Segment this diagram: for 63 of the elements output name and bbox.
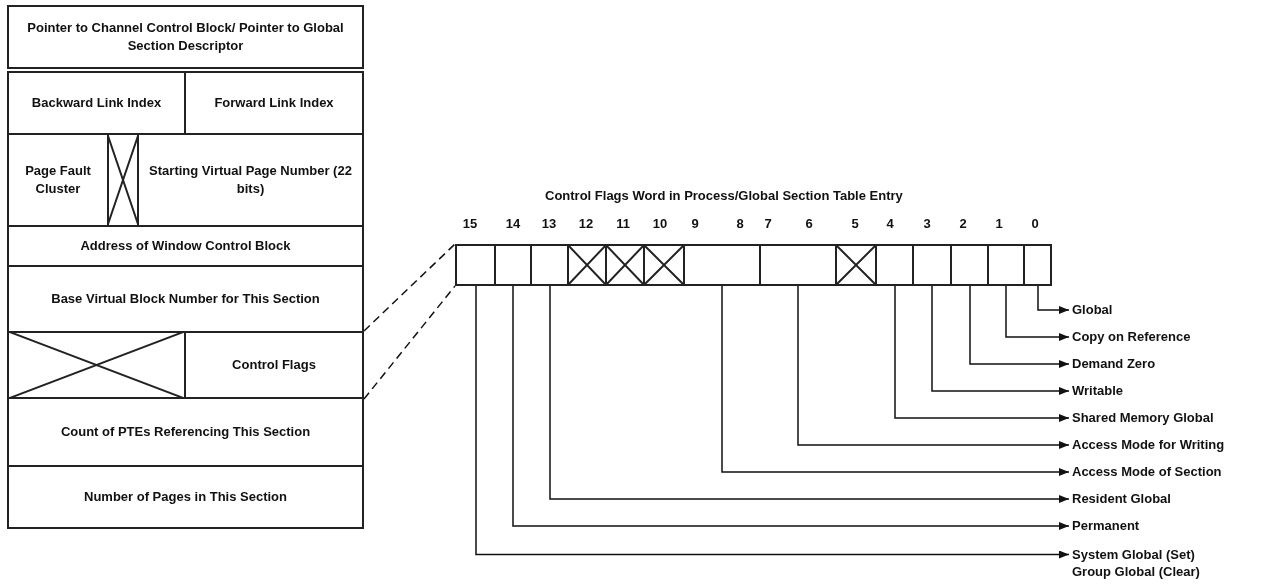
flag-label: Resident Global <box>1072 490 1171 508</box>
flag-label: Demand Zero <box>1072 355 1156 373</box>
expansion-line <box>363 243 456 332</box>
bit-number: 3 <box>922 216 932 231</box>
reserved-field <box>107 133 139 227</box>
leader-line <box>512 285 1070 530</box>
flag-label: Global <box>1072 301 1113 319</box>
bit-number: 11 <box>615 216 631 231</box>
bit-number: 10 <box>652 216 668 231</box>
reserved-bit-cell <box>835 244 877 286</box>
leader-line <box>475 285 1070 559</box>
flag-label: Group Global (Clear) <box>1072 563 1200 580</box>
flag-label: Copy on Reference <box>1072 328 1191 346</box>
bit-cell <box>1023 244 1052 286</box>
bit-cell <box>987 244 1025 286</box>
bit-number: 4 <box>885 216 895 231</box>
reserved-bit-cell <box>567 244 607 286</box>
record-field: Number of Pages in This Section <box>7 465 364 529</box>
record-field: Forward Link Index <box>184 71 364 135</box>
flag-label: Writable <box>1072 382 1124 400</box>
flag-label: System Global (Set) <box>1072 546 1195 563</box>
flag-label: Access Mode of Section <box>1072 463 1222 481</box>
bit-cell <box>950 244 989 286</box>
bit-number: 8 <box>735 216 745 231</box>
bit-cell <box>494 244 532 286</box>
flag-label: Shared Memory Global <box>1072 409 1214 427</box>
bit-number: 12 <box>578 216 594 231</box>
bit-cell <box>683 244 761 286</box>
bit-cell <box>912 244 952 286</box>
bit-number: 2 <box>958 216 968 231</box>
record-field: Base Virtual Block Number for This Section <box>7 265 364 333</box>
bit-cell <box>759 244 837 286</box>
leader-line <box>1037 285 1070 314</box>
bit-number: 1 <box>994 216 1004 231</box>
reserved-bit-cell <box>643 244 685 286</box>
leader-line <box>931 285 1070 395</box>
bit-cell <box>875 244 914 286</box>
record-field: Pointer to Channel Control Block/ Pointer to Global Section Descriptor <box>7 5 364 69</box>
word-title: Control Flags Word in Process/Global Section Table Entry <box>545 188 903 203</box>
bit-number: 9 <box>690 216 700 231</box>
reserved-field <box>7 331 186 399</box>
leader-line <box>549 285 1070 503</box>
record-field: Address of Window Control Block <box>7 225 364 267</box>
expansion-line <box>363 285 456 400</box>
leader-line <box>797 285 1070 449</box>
bit-cell <box>455 244 496 286</box>
leader-line <box>1005 285 1070 341</box>
bit-number: 13 <box>541 216 557 231</box>
bit-number: 7 <box>763 216 773 231</box>
bit-cell <box>530 244 569 286</box>
leader-line <box>969 285 1070 368</box>
bit-number: 5 <box>850 216 860 231</box>
flag-label: Permanent <box>1072 517 1140 535</box>
reserved-bit-cell <box>605 244 645 286</box>
record-field: Backward Link Index <box>7 71 186 135</box>
record-field: Count of PTEs Referencing This Section <box>7 397 364 467</box>
bit-number: 0 <box>1030 216 1040 231</box>
bit-number: 15 <box>462 216 478 231</box>
flag-label: Access Mode for Writing <box>1072 436 1225 454</box>
bit-number: 14 <box>505 216 521 231</box>
bit-number: 6 <box>804 216 814 231</box>
leader-line <box>721 285 1070 476</box>
leader-line <box>894 285 1070 422</box>
